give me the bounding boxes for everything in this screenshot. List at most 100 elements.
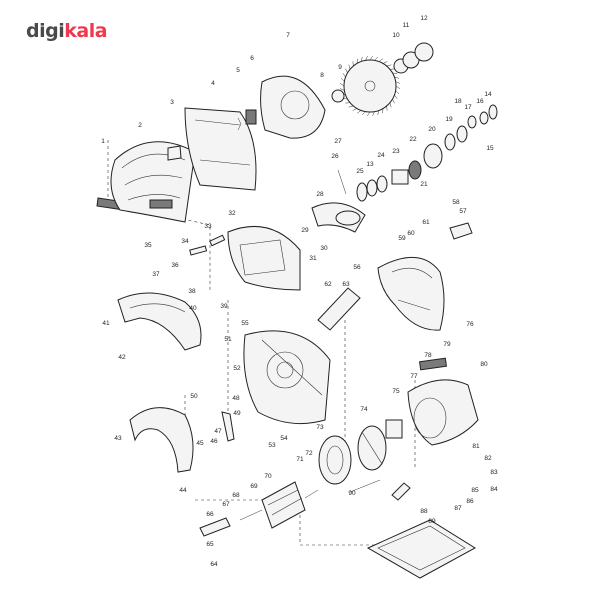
callout-80: 80 — [480, 361, 488, 368]
callout-88: 88 — [420, 508, 428, 515]
callout-26: 26 — [331, 153, 339, 160]
armature-part — [239, 481, 319, 529]
callout-25: 25 — [356, 168, 364, 175]
callout-49: 49 — [233, 410, 241, 417]
callout-10: 10 — [392, 32, 400, 39]
motor-handle-part — [377, 256, 445, 331]
pin-part — [209, 234, 226, 247]
lock-rod-part — [337, 169, 347, 195]
rear-blade-guard-part — [260, 75, 326, 139]
callout-79: 79 — [443, 341, 451, 348]
callout-48: 48 — [232, 395, 240, 402]
callout-27: 27 — [334, 138, 342, 145]
inner-flange-part — [414, 42, 434, 62]
callout-66: 66 — [206, 511, 214, 518]
callout-89: 89 — [428, 518, 436, 525]
callout-90: 90 — [348, 490, 356, 497]
callout-82: 82 — [484, 455, 492, 462]
callout-85: 85 — [471, 487, 479, 494]
callout-21: 21 — [420, 181, 428, 188]
callout-47: 47 — [214, 428, 222, 435]
callout-54: 54 — [280, 435, 288, 442]
callout-42: 42 — [118, 354, 126, 361]
callout-40: 40 — [189, 305, 197, 312]
callout-53: 53 — [268, 442, 276, 449]
upper-guard-part — [184, 107, 257, 191]
callout-30: 30 — [320, 245, 328, 252]
callout-51: 51 — [224, 336, 232, 343]
callout-73: 73 — [316, 424, 324, 431]
rubber-pad-part — [245, 109, 257, 125]
stator-part — [357, 425, 387, 471]
callout-5: 5 — [236, 67, 240, 74]
washer-part — [331, 89, 345, 103]
lower-guard-bracket-part — [311, 202, 366, 233]
callout-1: 1 — [101, 138, 105, 145]
callout-23: 23 — [392, 148, 400, 155]
warning-plate-part — [167, 145, 182, 161]
digikala-logo: digikala — [26, 20, 108, 42]
callout-83: 83 — [490, 469, 498, 476]
logo-part-1: digi — [26, 20, 65, 42]
callout-14: 14 — [484, 91, 492, 98]
logo-part-2: kala — [64, 20, 108, 42]
callout-28: 28 — [316, 191, 324, 198]
callout-60: 60 — [407, 230, 415, 237]
callout-78: 78 — [424, 352, 432, 359]
blade-guard-cover-part — [110, 141, 196, 223]
callout-57: 57 — [459, 208, 467, 215]
callout-37: 37 — [152, 271, 160, 278]
callout-84: 84 — [490, 486, 498, 493]
callout-18: 18 — [454, 98, 462, 105]
callout-45: 45 — [196, 440, 204, 447]
callout-29: 29 — [301, 227, 309, 234]
callout-32: 32 — [228, 210, 236, 217]
callout-38: 38 — [188, 288, 196, 295]
lever-pin-part — [189, 245, 208, 256]
callout-50: 50 — [190, 393, 198, 400]
callout-77: 77 — [410, 373, 418, 380]
callout-8: 8 — [320, 72, 324, 79]
callout-31: 31 — [309, 255, 317, 262]
callout-20: 20 — [428, 126, 436, 133]
cord-guard-part — [317, 287, 361, 331]
clip-part — [449, 222, 473, 240]
callout-74: 74 — [360, 406, 368, 413]
motor-housing-part — [407, 379, 479, 446]
spindle-gear-set — [356, 104, 498, 202]
callout-36: 36 — [171, 262, 179, 269]
callout-65: 65 — [206, 541, 214, 548]
callout-64: 64 — [210, 561, 218, 568]
callout-69: 69 — [250, 483, 258, 490]
callout-72: 72 — [305, 450, 313, 457]
callout-11: 11 — [403, 22, 410, 29]
callout-2: 2 — [138, 122, 142, 129]
callout-13: 13 — [366, 161, 374, 168]
brush-holder-part — [385, 419, 403, 439]
callout-70: 70 — [264, 473, 272, 480]
callout-67: 67 — [222, 501, 230, 508]
callout-34: 34 — [181, 238, 189, 245]
depth-bracket-part — [391, 482, 411, 501]
callout-46: 46 — [210, 438, 218, 445]
callout-55: 55 — [241, 320, 249, 327]
callout-58: 58 — [452, 199, 460, 206]
callout-56: 56 — [353, 264, 361, 271]
callout-6: 6 — [250, 55, 254, 62]
screw-part — [349, 479, 381, 493]
callout-7: 7 — [286, 32, 290, 39]
callout-86: 86 — [466, 498, 474, 505]
callout-75: 75 — [392, 388, 400, 395]
rear-handle-part — [117, 292, 202, 351]
callout-4: 4 — [211, 80, 215, 87]
callout-87: 87 — [454, 505, 462, 512]
callout-43: 43 — [114, 435, 122, 442]
callout-12: 12 — [420, 15, 428, 22]
callout-15: 15 — [486, 145, 494, 152]
callout-9: 9 — [338, 64, 342, 71]
callout-71: 71 — [296, 456, 304, 463]
callout-19: 19 — [445, 116, 453, 123]
callout-68: 68 — [232, 492, 240, 499]
